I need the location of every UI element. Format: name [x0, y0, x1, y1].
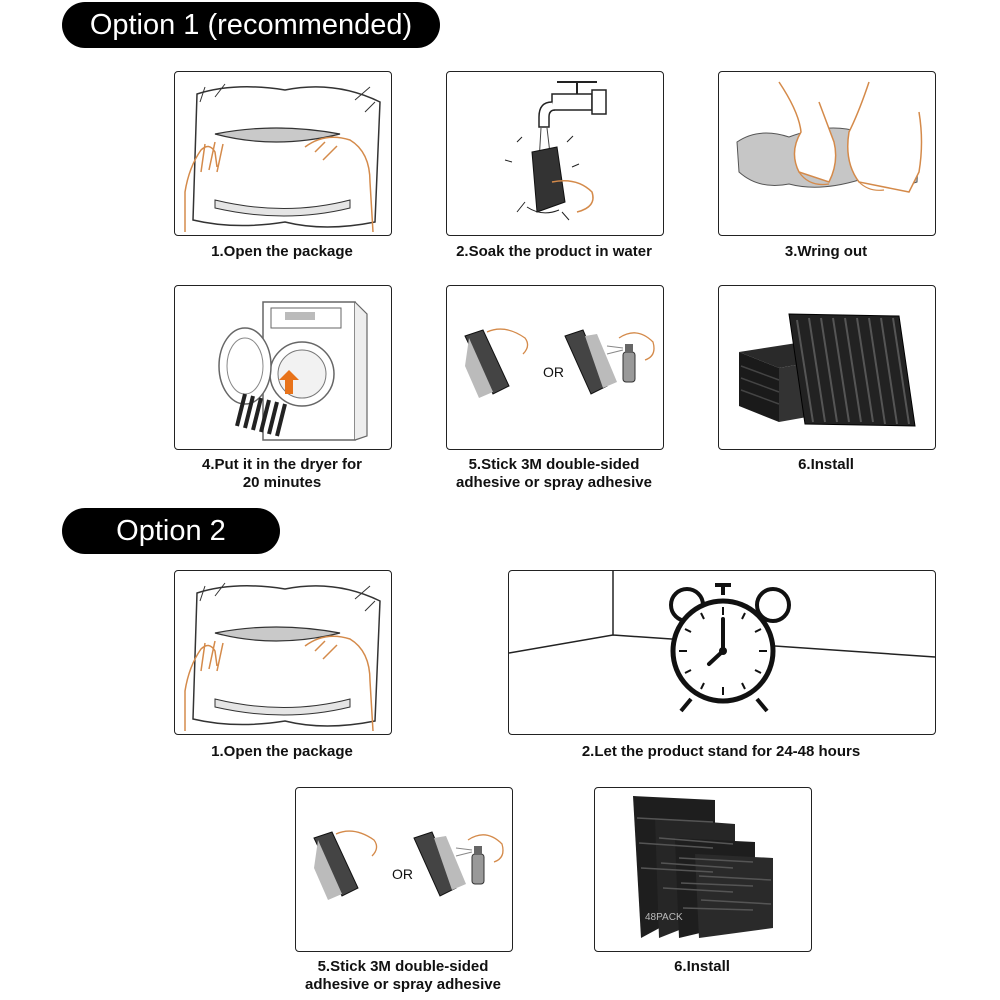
- option1-title: Option 1 (recommended): [62, 2, 440, 48]
- option2-title: Option 2: [62, 508, 280, 554]
- step-wring-out-image: [718, 71, 936, 236]
- or-label: OR: [543, 364, 564, 380]
- step-soak-water-image: [446, 71, 664, 236]
- step-open-package-image: [174, 71, 392, 236]
- step2-caption: 2.Soak the product in water: [456, 243, 652, 260]
- step-install-image: [718, 285, 936, 450]
- opt2-open-package-image: [174, 570, 392, 735]
- opt2-step2-caption: 2.Let the product stand for 24-48 hours: [581, 743, 861, 760]
- step3-caption: 3.Wring out: [784, 243, 868, 260]
- step-dryer-image: [174, 285, 392, 450]
- step6-caption: 6.Install: [798, 456, 854, 473]
- opt2-adhesive-image: OR: [295, 787, 513, 952]
- opt2-step1-caption: 1.Open the package: [211, 743, 353, 760]
- opt2-install-image: 48PACK: [594, 787, 812, 952]
- opt2-step6-caption: 6.Install: [674, 958, 730, 975]
- opt2-stand-clock-image: [508, 570, 936, 735]
- step5-caption: 5.Stick 3M double-sided adhesive or spra…: [456, 456, 652, 491]
- step4-caption: 4.Put it in the dryer for 20 minutes: [201, 456, 363, 491]
- opt2-step5-caption: 5.Stick 3M double-sided adhesive or spra…: [305, 958, 501, 993]
- step1-caption: 1.Open the package: [211, 243, 353, 260]
- opt2-or-label: OR: [392, 866, 413, 882]
- pack-text: 48PACK: [645, 912, 683, 923]
- step-adhesive-image: OR: [446, 285, 664, 450]
